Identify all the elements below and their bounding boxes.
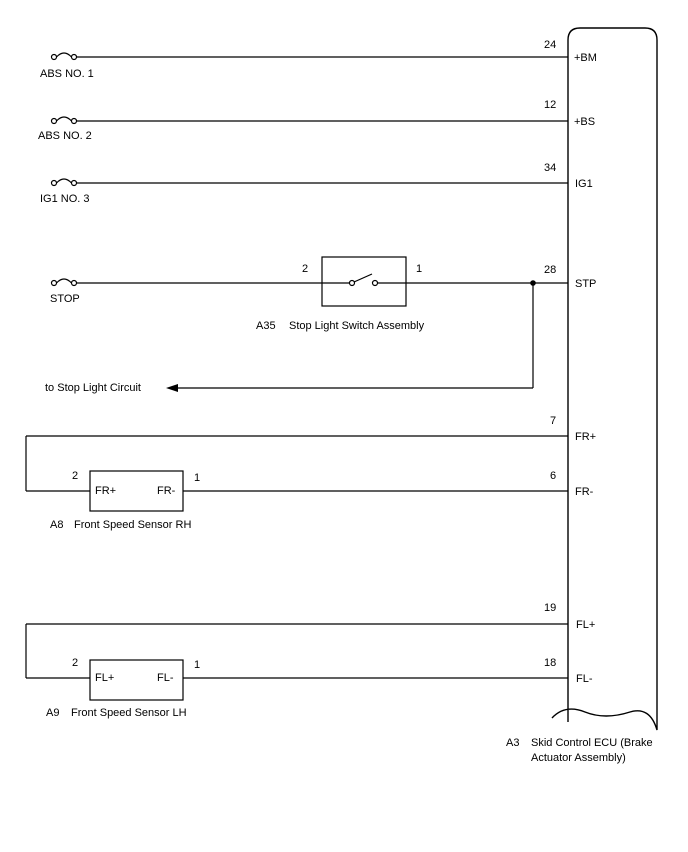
- ecu-pin-name-stp: STP: [575, 278, 596, 290]
- sensor-lh-term-minus: FL-: [157, 672, 174, 684]
- sensor-rh-term-plus: FR+: [95, 485, 116, 497]
- ecu-pin-name-frm: FR-: [575, 486, 594, 498]
- ecu-pin-name-bs: +BS: [574, 116, 595, 128]
- ecu-pin-num-frm: 6: [550, 470, 556, 482]
- ecu-pin-name-frp: FR+: [575, 431, 596, 443]
- ecu-pin-num-flp: 19: [544, 602, 556, 614]
- ecu-pin-num-frp: 7: [550, 415, 556, 427]
- sensor-lh-term-plus: FL+: [95, 672, 114, 684]
- fuse-abs-no1-icon: [50, 52, 78, 61]
- stop-light-circuit-label: to Stop Light Circuit: [45, 382, 141, 394]
- switch-pin-right: 1: [416, 263, 422, 275]
- sensor-rh-term-minus: FR-: [157, 485, 176, 497]
- wire-fl: [25, 623, 568, 679]
- front-speed-sensor-rh-box: [89, 470, 184, 512]
- fuse-label-stop: STOP: [50, 293, 80, 305]
- front-speed-sensor-lh-box: [89, 659, 184, 701]
- sensor-lh-pin-right: 1: [194, 659, 200, 671]
- ecu-name-line2: Actuator Assembly): [531, 752, 626, 764]
- ecu-pin-name-flm: FL-: [576, 673, 593, 685]
- sensor-rh-name: Front Speed Sensor RH: [74, 519, 191, 531]
- sensor-rh-pin-left: 2: [72, 470, 78, 482]
- fuse-label-abs-no2: ABS NO. 2: [38, 130, 92, 142]
- ecu-pin-name-flp: FL+: [576, 619, 595, 631]
- ecu-body: [551, 27, 658, 731]
- wire-stp: [77, 282, 568, 389]
- arrow-left-icon: [166, 384, 178, 392]
- sensor-lh-name: Front Speed Sensor LH: [71, 707, 187, 719]
- ecu-pin-num-ig1: 34: [544, 162, 556, 174]
- ecu-pin-num-flm: 18: [544, 657, 556, 669]
- switch-name: Stop Light Switch Assembly: [289, 320, 425, 332]
- fuse-abs-no2-icon: [50, 116, 78, 125]
- switch-contact-icon: [322, 273, 406, 287]
- fuse-label-abs-no1: ABS NO. 1: [40, 68, 94, 80]
- switch-code: A35: [256, 320, 276, 332]
- ecu-pin-num-bs: 12: [544, 99, 556, 111]
- ecu-pin-num-stp: 28: [544, 264, 556, 276]
- sensor-lh-pin-left: 2: [72, 657, 78, 669]
- ecu-pin-num-bm: 24: [544, 39, 556, 51]
- wire-fr: [25, 435, 568, 492]
- sensor-rh-pin-right: 1: [194, 472, 200, 484]
- ecu-code: A3: [506, 737, 519, 749]
- sensor-rh-code: A8: [50, 519, 63, 531]
- switch-pin-left: 2: [302, 263, 308, 275]
- fuse-ig1-no3-icon: [50, 178, 78, 187]
- fuse-label-ig1-no3: IG1 NO. 3: [40, 193, 90, 205]
- stop-light-switch-box: [321, 256, 407, 307]
- ecu-pin-name-bm: +BM: [574, 52, 597, 64]
- ecu-pin-name-ig1: IG1: [575, 178, 593, 190]
- fuse-stop-icon: [50, 278, 78, 287]
- junction-dot: [530, 280, 536, 286]
- ecu-name-line1: Skid Control ECU (Brake: [531, 737, 653, 749]
- sensor-lh-code: A9: [46, 707, 59, 719]
